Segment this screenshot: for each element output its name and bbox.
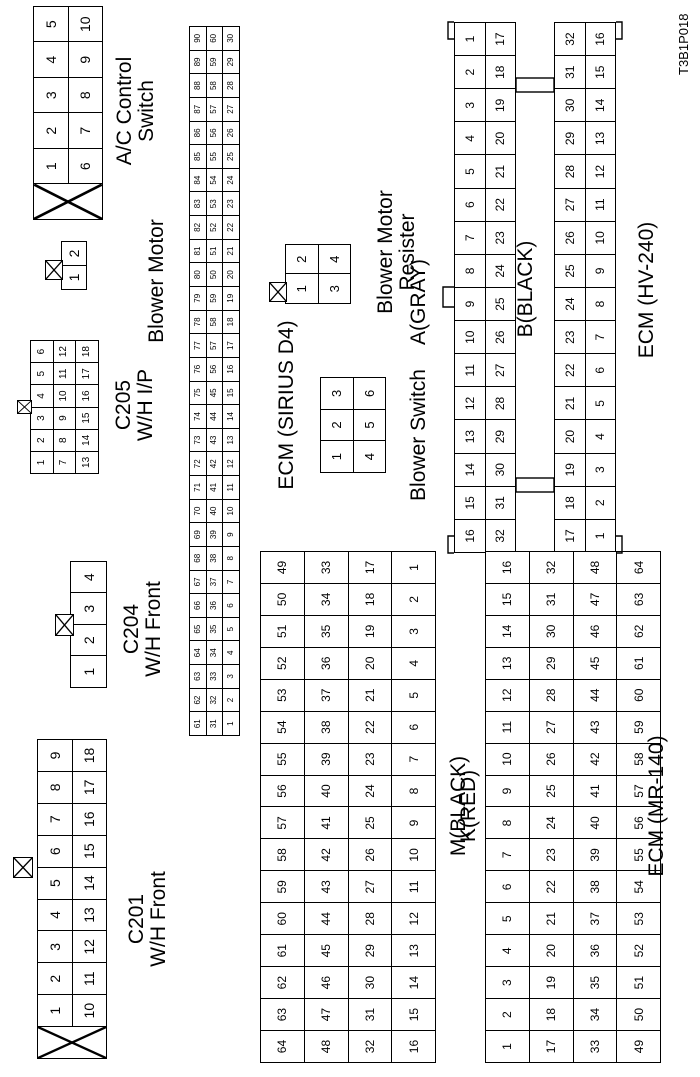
label-line: Switch — [135, 80, 159, 142]
label-line: Blower Motor — [374, 190, 397, 314]
latch-c201-icon — [13, 857, 33, 878]
label-b-black: B(BLACK) — [514, 240, 537, 338]
latch-x-mark-icon — [38, 1027, 106, 1058]
latch-x-mark-icon — [34, 184, 102, 219]
label-ecm-hv240: ECM (HV-240) — [635, 221, 658, 359]
label-line: Blower Motor — [145, 219, 168, 343]
label-ecm-sirius: ECM (SIRIUS D4) — [275, 320, 298, 490]
label-line: W/H I/P — [134, 368, 158, 442]
label-line: W/H Front — [142, 581, 166, 677]
label-line: ECM (SIRIUS D4) — [275, 320, 298, 490]
label-a-gray: A(GRAY) — [407, 259, 430, 345]
label-line: C204 — [120, 603, 143, 655]
figure-code: T3B1P018 — [676, 13, 691, 75]
latch-blower-resister-icon — [269, 282, 287, 302]
label-blower-motor: Blower Motor — [145, 219, 168, 343]
label-line: Blower Switch — [407, 369, 430, 501]
label-k-red: K(RED) — [457, 769, 480, 843]
latch-c204-icon — [55, 614, 74, 636]
label-line: ECM (MR-140) — [645, 735, 668, 877]
label-line: B(BLACK) — [514, 240, 537, 338]
label-line: A/C Control — [113, 56, 136, 166]
label-line: ECM (HV-240) — [635, 221, 658, 359]
label-line: C201 — [125, 893, 148, 945]
latch-c205-icon — [17, 400, 32, 414]
latch-blower-motor-icon — [45, 260, 63, 280]
label-line: A(GRAY) — [407, 259, 430, 345]
label-line: K(RED) — [457, 769, 480, 843]
label-line: C205 — [112, 379, 135, 431]
label-blower-switch: Blower Switch — [407, 369, 430, 501]
label-ecm-mr140: ECM (MR-140) — [645, 735, 668, 877]
label-line: W/H Front — [147, 871, 171, 967]
